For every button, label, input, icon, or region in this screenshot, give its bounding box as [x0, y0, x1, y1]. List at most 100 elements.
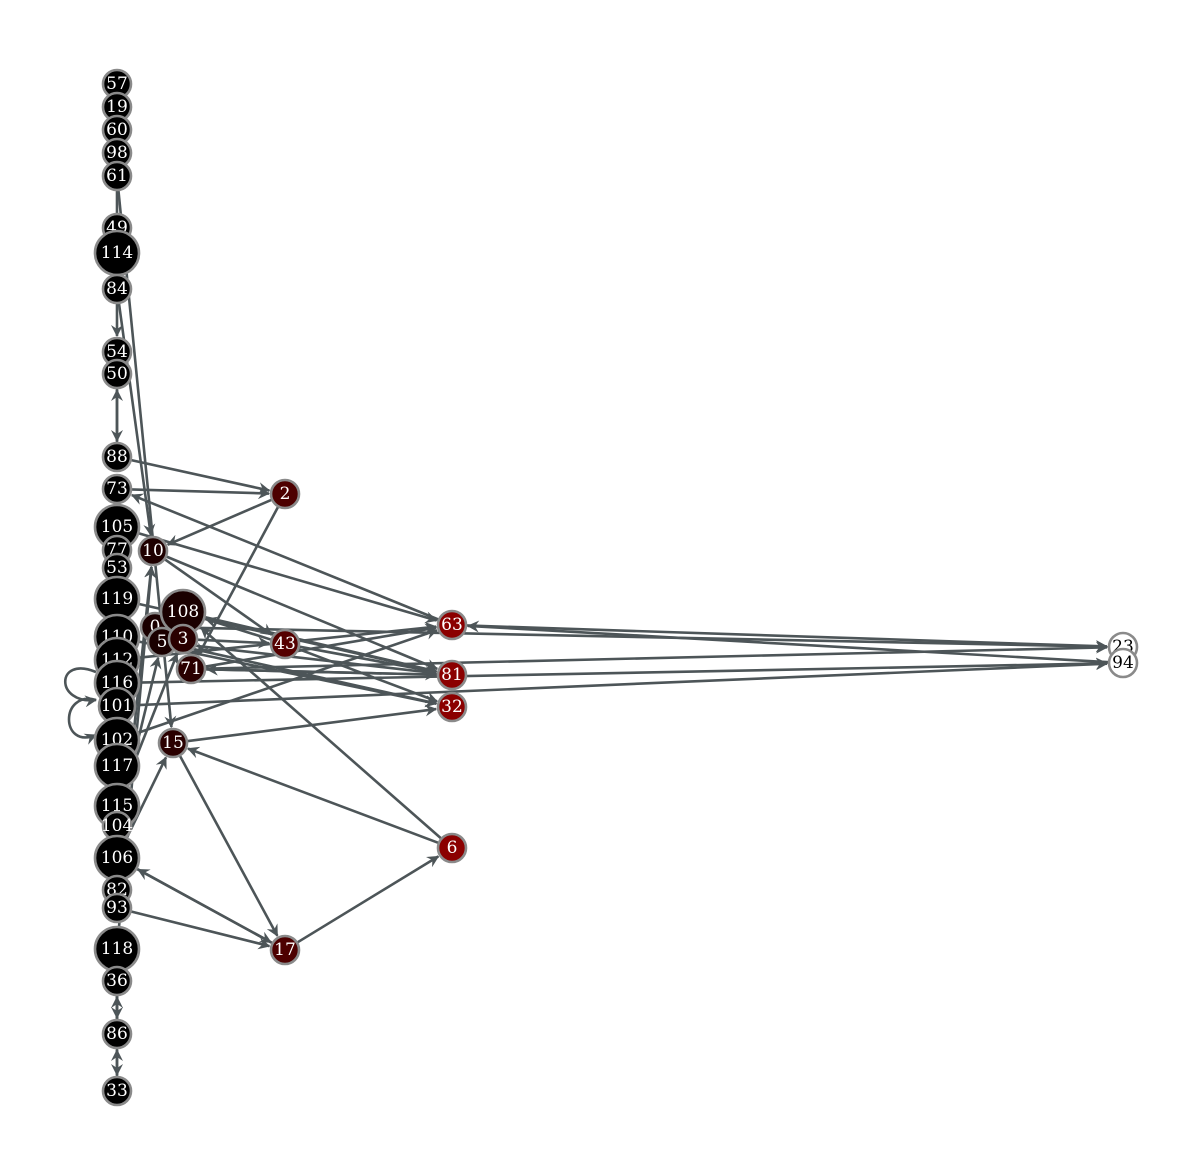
node-circle-50 [101, 358, 133, 390]
edge-10-81 [165, 555, 439, 671]
node-circle-6 [436, 832, 468, 864]
node-label-19: 19 [106, 97, 128, 117]
edge-2-10 [166, 498, 273, 546]
node-2[interactable]: 2 [269, 478, 301, 510]
node-label-6: 6 [447, 838, 458, 858]
node-57[interactable]: 57 [101, 68, 133, 100]
node-label-53: 53 [106, 558, 128, 578]
node-label-2: 2 [280, 484, 291, 504]
node-circle-84 [101, 273, 133, 305]
node-106[interactable]: 106 [93, 834, 141, 882]
node-3[interactable]: 3 [167, 623, 199, 655]
node-71[interactable]: 71 [175, 653, 207, 685]
node-circle-63 [436, 609, 468, 641]
node-label-0: 0 [150, 617, 161, 637]
edge-73-2 [130, 487, 271, 500]
node-label-98: 98 [106, 143, 128, 163]
edge-106-15 [125, 756, 168, 839]
node-86[interactable]: 86 [101, 1018, 133, 1050]
node-label-57: 57 [106, 74, 128, 94]
edge-63-73 [130, 493, 440, 621]
node-label-88: 88 [106, 447, 128, 467]
self-loop-101 [67, 697, 97, 745]
node-circle-61 [101, 160, 133, 192]
node-label-71: 71 [180, 659, 202, 679]
node-label-114: 114 [101, 243, 133, 263]
edge-17-6 [296, 855, 440, 944]
node-36[interactable]: 36 [101, 965, 133, 997]
edge-101-94 [134, 658, 1109, 707]
node-108[interactable]: 108 [159, 588, 207, 636]
edge-94-63 [466, 620, 1110, 664]
edge-71-23 [204, 641, 1109, 670]
edge-71-63 [204, 623, 438, 668]
node-circle-86 [101, 1018, 133, 1050]
node-label-115: 115 [101, 796, 133, 816]
edges-layer [63, 90, 1110, 1077]
edge-6-108 [200, 626, 443, 840]
edge-105-63 [137, 531, 438, 624]
node-17[interactable]: 17 [269, 934, 301, 966]
node-98[interactable]: 98 [101, 137, 133, 169]
node-label-105: 105 [101, 517, 133, 537]
node-81[interactable]: 81 [436, 659, 468, 691]
node-119[interactable]: 119 [93, 575, 141, 623]
node-54[interactable]: 54 [101, 336, 133, 368]
node-label-106: 106 [101, 848, 133, 868]
edge-43-32 [297, 647, 438, 704]
node-label-32: 32 [441, 697, 463, 717]
node-label-117: 117 [101, 756, 133, 776]
node-label-101: 101 [101, 696, 133, 716]
node-circle-10 [137, 535, 169, 567]
node-label-116: 116 [101, 673, 133, 693]
node-93[interactable]: 93 [101, 892, 133, 924]
node-43[interactable]: 43 [269, 628, 301, 660]
node-32[interactable]: 32 [436, 691, 468, 723]
node-circle-73 [101, 473, 133, 505]
node-label-15: 15 [162, 733, 184, 753]
node-label-81: 81 [441, 665, 463, 685]
node-circle-36 [101, 965, 133, 997]
node-19[interactable]: 19 [101, 91, 133, 123]
node-10[interactable]: 10 [137, 535, 169, 567]
node-label-60: 60 [106, 120, 128, 140]
edge-63-23 [465, 624, 1109, 653]
node-63[interactable]: 63 [436, 609, 468, 641]
nodes-layer: 5719609861491148454508873105775311911011… [93, 68, 1139, 1107]
self-loop-116 [63, 667, 97, 708]
node-6[interactable]: 6 [436, 832, 468, 864]
node-61[interactable]: 61 [101, 160, 133, 192]
node-label-86: 86 [106, 1024, 128, 1044]
node-label-10: 10 [142, 541, 164, 561]
node-88[interactable]: 88 [101, 441, 133, 473]
node-94[interactable]: 94 [1107, 647, 1139, 679]
node-84[interactable]: 84 [101, 273, 133, 305]
edge-106-17 [135, 867, 272, 944]
node-label-3: 3 [178, 629, 189, 649]
node-label-36: 36 [106, 971, 128, 991]
edge-81-71 [205, 663, 439, 676]
node-label-73: 73 [106, 479, 128, 499]
node-circle-2 [269, 478, 301, 510]
edge-3-43 [196, 636, 271, 649]
node-73[interactable]: 73 [101, 473, 133, 505]
edge-102-63 [137, 628, 438, 735]
node-33[interactable]: 33 [101, 1075, 133, 1107]
node-114[interactable]: 114 [93, 229, 141, 277]
node-117[interactable]: 117 [93, 742, 141, 790]
node-label-54: 54 [106, 342, 128, 362]
node-label-119: 119 [101, 589, 133, 609]
edge-15-17 [178, 754, 279, 937]
node-circle-88 [101, 441, 133, 473]
node-label-118: 118 [101, 939, 133, 959]
node-circle-3 [167, 623, 199, 655]
node-label-5: 5 [157, 632, 168, 652]
node-label-50: 50 [106, 364, 128, 384]
node-circle-71 [175, 653, 207, 685]
edge-116-94 [138, 657, 1109, 684]
node-50[interactable]: 50 [101, 358, 133, 390]
node-15[interactable]: 15 [157, 727, 189, 759]
node-118[interactable]: 118 [93, 925, 141, 973]
node-101[interactable]: 101 [97, 686, 137, 726]
